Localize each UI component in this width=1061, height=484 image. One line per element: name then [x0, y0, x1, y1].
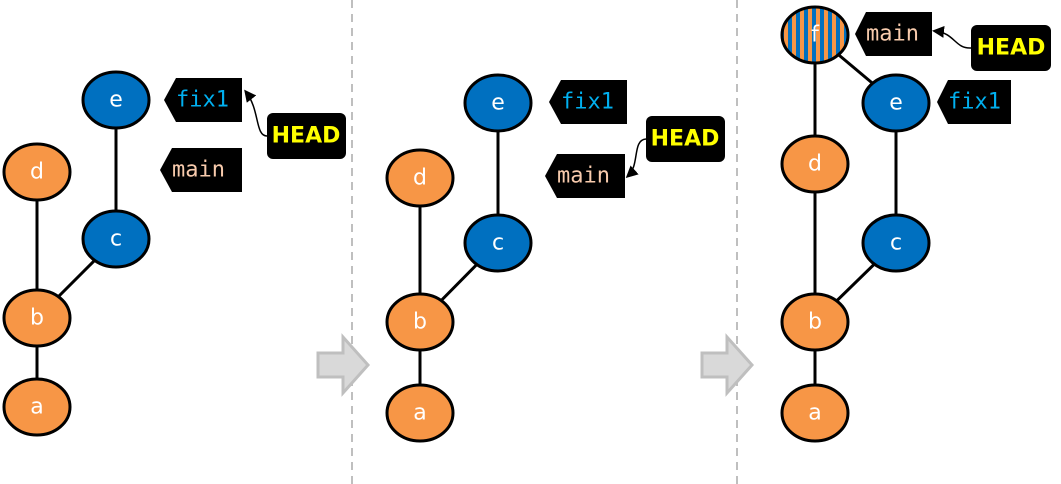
branch-label-fix1[interactable]: fix1 [164, 78, 242, 122]
transition-arrow-icon [316, 333, 371, 397]
commit-b[interactable]: b [780, 292, 850, 352]
head-pointer-arrow [932, 25, 972, 49]
svg-text:e: e [491, 91, 505, 116]
commit-e[interactable]: e [463, 73, 533, 133]
commit-b[interactable]: b [2, 288, 72, 348]
svg-text:HEAD: HEAD [651, 127, 720, 152]
commit-a[interactable]: a [385, 383, 455, 443]
branch-label-main[interactable]: main [855, 12, 932, 56]
commit-c[interactable]: c [463, 213, 533, 273]
head-label[interactable]: HEAD [646, 116, 725, 162]
branch-label-fix1[interactable]: fix1 [937, 80, 1011, 124]
svg-text:main: main [557, 164, 610, 189]
svg-text:main: main [866, 22, 919, 47]
svg-text:a: a [808, 401, 821, 426]
svg-text:fix1: fix1 [561, 90, 614, 115]
head-pointer-arrow [625, 138, 647, 179]
head-label[interactable]: HEAD [971, 25, 1051, 71]
commit-e[interactable]: e [861, 73, 931, 133]
commit-d[interactable]: d [2, 142, 72, 202]
svg-text:a: a [413, 401, 426, 426]
branch-label-main[interactable]: main [545, 154, 625, 198]
svg-text:HEAD: HEAD [272, 124, 341, 149]
head-label[interactable]: HEAD [267, 113, 346, 159]
svg-text:d: d [413, 166, 427, 191]
commit-f-merge[interactable]: f [780, 5, 850, 65]
commit-d[interactable]: d [385, 148, 455, 208]
svg-text:HEAD: HEAD [977, 36, 1046, 61]
svg-text:c: c [110, 227, 122, 252]
svg-text:f: f [811, 23, 820, 48]
svg-text:fix1: fix1 [176, 88, 229, 113]
svg-text:d: d [30, 160, 44, 185]
svg-text:c: c [492, 231, 504, 256]
svg-text:b: b [30, 306, 44, 331]
head-pointer-arrow [244, 89, 268, 137]
commit-e[interactable]: e [81, 70, 151, 130]
commit-c[interactable]: c [861, 213, 931, 273]
svg-text:main: main [172, 158, 225, 183]
panel-merged: a b d c e f main fix1 HEAD [780, 5, 1051, 443]
commit-c[interactable]: c [81, 209, 151, 269]
panel-checkout-main: a b d c e fix1 main HEAD [385, 73, 725, 443]
svg-text:b: b [808, 310, 822, 335]
svg-text:fix1: fix1 [948, 90, 1001, 115]
commit-a[interactable]: a [780, 383, 850, 443]
svg-text:b: b [413, 310, 427, 335]
commit-a[interactable]: a [2, 377, 72, 437]
branch-label-fix1[interactable]: fix1 [549, 80, 627, 124]
svg-text:c: c [890, 231, 902, 256]
svg-text:e: e [109, 88, 123, 113]
commit-b[interactable]: b [385, 292, 455, 352]
commit-d[interactable]: d [780, 134, 850, 194]
svg-text:e: e [889, 91, 903, 116]
svg-text:d: d [808, 152, 822, 177]
branch-label-main[interactable]: main [160, 148, 242, 192]
transition-arrow-icon [700, 333, 755, 397]
panel-before: a b d c e fix1 main HEAD [2, 70, 346, 437]
svg-text:a: a [30, 395, 43, 420]
